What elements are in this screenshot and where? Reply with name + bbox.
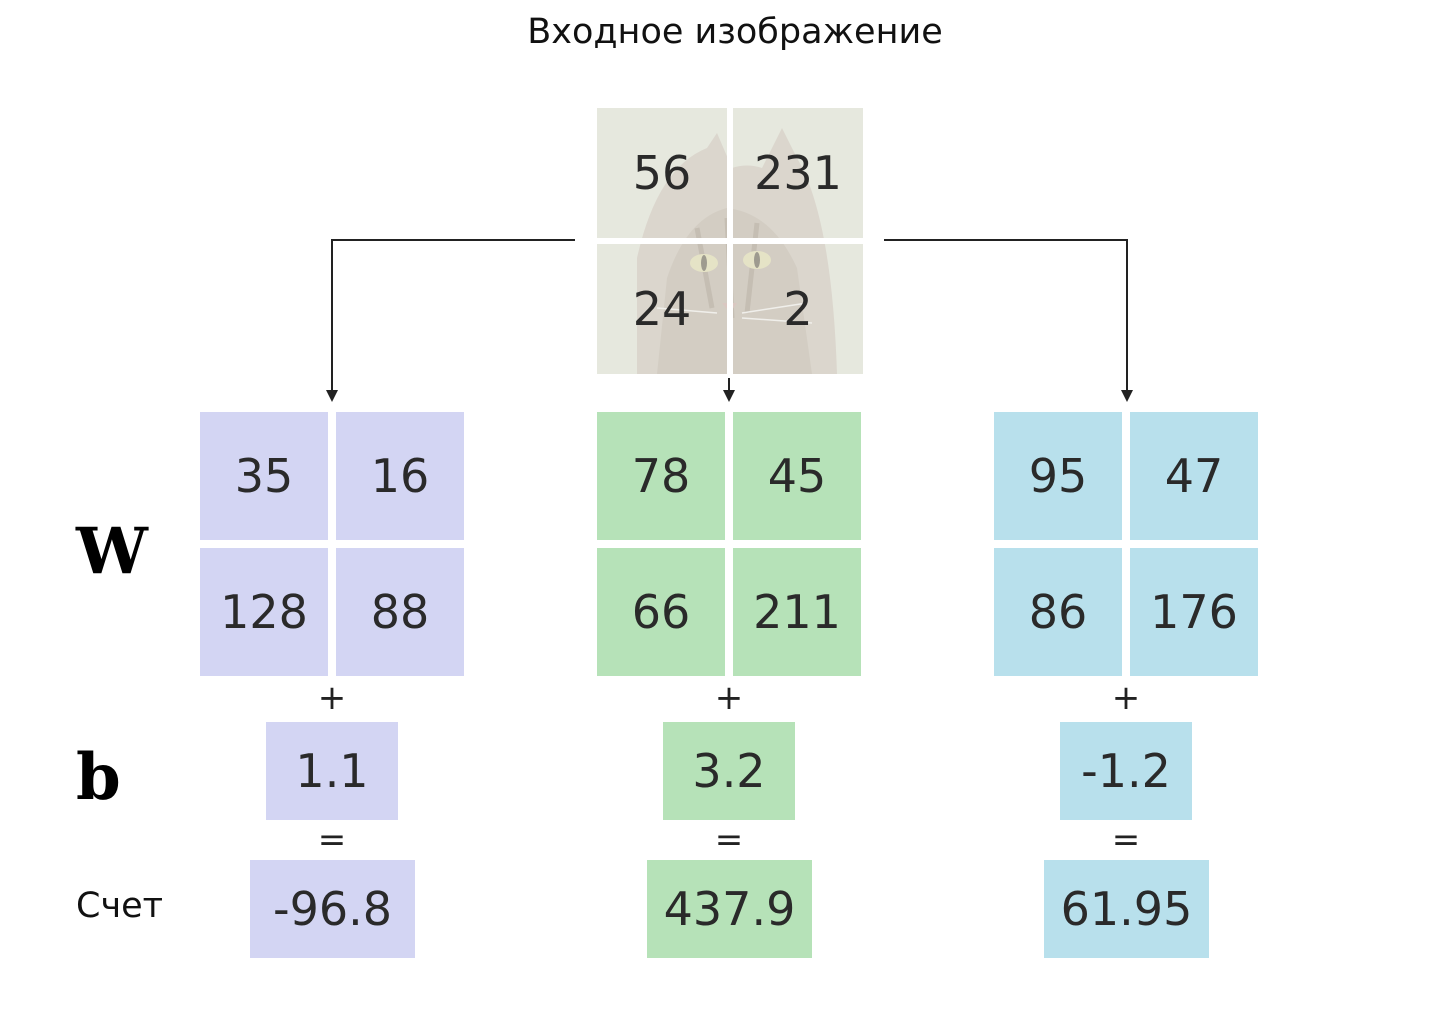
pixel-value: 2 <box>783 282 813 336</box>
input-image: 56 231 24 2 <box>597 108 863 374</box>
weight-cell: 45 <box>733 412 861 540</box>
weight-cell: 78 <box>597 412 725 540</box>
score-cell: 61.95 <box>1044 860 1209 958</box>
weight-cell: 66 <box>597 548 725 676</box>
equals-sign: = <box>1111 820 1141 860</box>
pixel-value: 56 <box>632 146 692 200</box>
plus-sign: + <box>1111 678 1141 718</box>
weight-cell: 176 <box>1130 548 1258 676</box>
weight-cell: 47 <box>1130 412 1258 540</box>
bias-cell: 1.1 <box>266 722 398 820</box>
equals-sign: = <box>317 820 347 860</box>
pixel-value: 231 <box>754 146 842 200</box>
arrow-left <box>331 239 575 398</box>
weight-cell: 95 <box>994 412 1122 540</box>
score-cell: -96.8 <box>250 860 415 958</box>
weight-cell: 128 <box>200 548 328 676</box>
row-label-score: Счет <box>76 886 164 926</box>
bias-cell: 3.2 <box>663 722 795 820</box>
plus-sign: + <box>317 678 347 718</box>
arrowhead-right <box>1121 390 1133 402</box>
weight-cell: 86 <box>994 548 1122 676</box>
row-label-w: W <box>76 514 148 589</box>
weight-cell: 88 <box>336 548 464 676</box>
arrowhead-center <box>723 390 735 402</box>
row-label-b: b <box>76 740 121 815</box>
diagram-title: Входное изображение <box>527 12 943 52</box>
weight-cell: 35 <box>200 412 328 540</box>
grid-divider <box>597 238 863 244</box>
arrow-right <box>884 239 1128 398</box>
weight-cell: 16 <box>336 412 464 540</box>
bias-cell: -1.2 <box>1060 722 1192 820</box>
score-cell: 437.9 <box>647 860 812 958</box>
pixel-value: 24 <box>632 282 692 336</box>
equals-sign: = <box>714 820 744 860</box>
weight-cell: 211 <box>733 548 861 676</box>
arrowhead-left <box>326 390 338 402</box>
plus-sign: + <box>714 678 744 718</box>
